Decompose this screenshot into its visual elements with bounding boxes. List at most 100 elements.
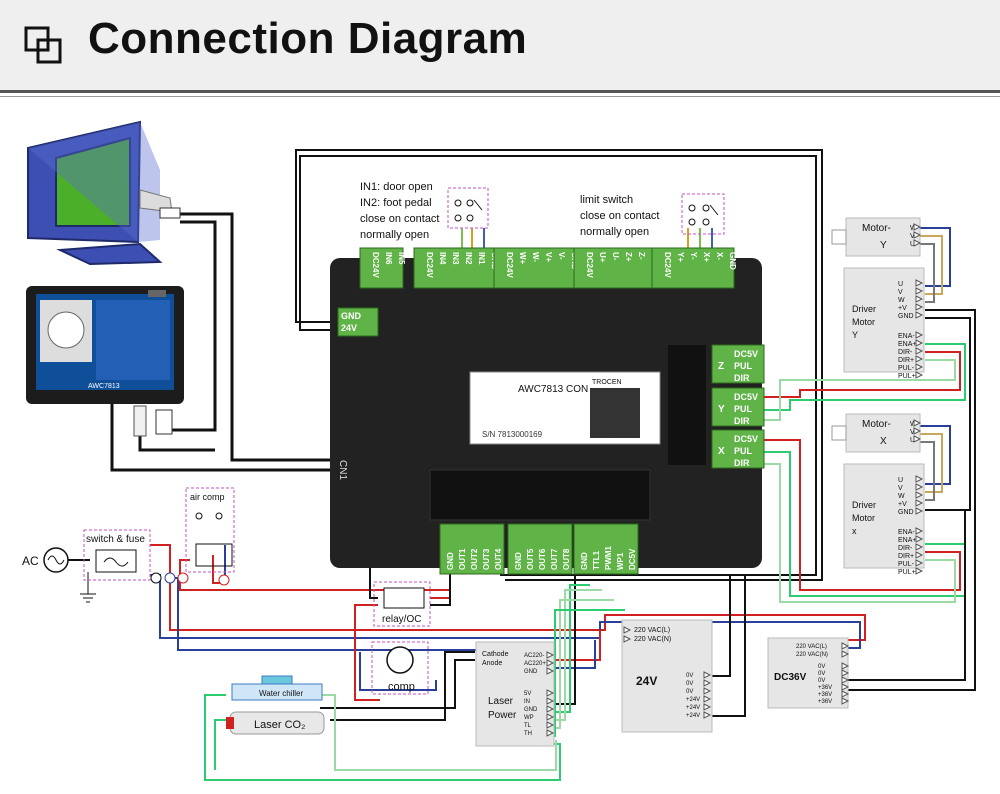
top-pin-3-2: U- <box>611 252 620 261</box>
laser-power-right-pin-2: GND <box>524 669 538 675</box>
top-pin-0-1: IN6 <box>384 252 393 265</box>
motor-terminal-icon <box>913 427 922 435</box>
switch-fuse-label: switch & fuse <box>86 534 145 545</box>
laser-power-terminal-icon <box>546 689 555 697</box>
driver-terminal-icon <box>915 355 924 363</box>
laser-power-left-pin-0: Cathode <box>482 651 509 658</box>
motor-X <box>845 413 921 453</box>
driver-pin-Y-3: +V <box>898 305 907 312</box>
axis-pin-X-1: PUL <box>734 446 753 456</box>
driver-pin-X-10: PUL+ <box>898 569 916 576</box>
computer-icon <box>27 120 173 266</box>
driver-label-X-0: Driver <box>852 500 876 510</box>
driver-terminal-icon <box>915 303 924 311</box>
top-pin-2-3: V+ <box>544 252 553 262</box>
top-pin-2-1: W+ <box>518 252 527 265</box>
driver-pin-Y-0: U <box>898 281 903 288</box>
bottom-pin-1-2: OUT6 <box>538 548 547 570</box>
controller-brand: TROCEN <box>592 379 622 386</box>
top-pin-0-2: IN5 <box>397 252 406 265</box>
laser-power-right-pin-6: WP <box>524 715 534 721</box>
driver-terminal-icon <box>915 287 924 295</box>
motor-axis-Y: Y <box>880 240 887 251</box>
motor-pin-X-1: V <box>910 429 915 436</box>
driver-pin-X-0: U <box>898 477 903 484</box>
axis-pin-X-2: DIR <box>734 458 750 468</box>
driver-pin-Y-9: PUL- <box>898 365 915 372</box>
controller-model: AWC7813 CON <box>518 384 588 395</box>
psu36-ac-pin-0: 220 VAC(L) <box>796 644 827 650</box>
top-connector-2 <box>493 247 577 289</box>
driver-pin-X-9: PUL- <box>898 561 915 568</box>
top-connector-3 <box>573 247 657 289</box>
comp-box <box>371 641 429 695</box>
psu36-out-pin-0: 0V <box>818 664 825 670</box>
laser-power-right-pin-5: GND <box>524 707 538 713</box>
cable-plug-icon <box>133 405 147 437</box>
ground-icon <box>80 593 96 603</box>
driver-terminal-icon <box>915 535 924 543</box>
relay-box <box>373 581 431 627</box>
psu24-out-pin-2: 0V <box>686 689 693 695</box>
driver-pin-Y-5: ENA- <box>898 333 915 340</box>
psu24-out-terminal-icon <box>703 703 712 711</box>
axis-pin-Z-0: DC5V <box>734 349 758 359</box>
driver-Y <box>843 267 925 373</box>
bottom-pin-2-4: DC5V <box>628 548 637 570</box>
psu36-out-terminal-icon <box>841 690 850 698</box>
bottom-connector-1 <box>507 523 573 575</box>
axis-label-Z: Z <box>718 361 724 372</box>
bottom-pin-2-3: WP1 <box>616 552 625 570</box>
top-pin-4-3: X+ <box>702 252 711 262</box>
axis-pin-Y-2: DIR <box>734 416 750 426</box>
driver-label-Y-1: Motor <box>852 317 875 327</box>
psu36-out-terminal-icon <box>841 669 850 677</box>
psu24-title: 24V <box>636 674 657 688</box>
driver-X <box>843 463 925 569</box>
driver-terminal-icon <box>915 499 924 507</box>
top-pin-1-3: IN2 <box>464 252 473 265</box>
usb-plug-icon-2 <box>155 409 173 435</box>
comp-label: comp <box>388 681 415 693</box>
axis-connector-Z <box>711 344 765 384</box>
power-24v-label: 24V <box>341 323 357 333</box>
psu36-ac-pin-1: 220 VAC(N) <box>796 652 828 658</box>
terminal-l-icon <box>177 572 189 584</box>
bottom-pin-0-2: OUT2 <box>470 548 479 570</box>
psu24-out-terminal-icon <box>703 695 712 703</box>
bottom-pin-1-4: OUT8 <box>562 548 571 570</box>
psu24-out-pin-5: +24V <box>686 713 700 719</box>
top-pin-2-2: W- <box>531 252 540 262</box>
panel-model: AWC7813 <box>88 383 120 390</box>
bottom-pin-2-1: TTL1 <box>592 550 601 570</box>
page-title: Connection Diagram <box>88 14 528 63</box>
driver-pin-X-2: W <box>898 493 905 500</box>
bottom-connector-0 <box>439 523 505 575</box>
psu36-out-pin-1: 0V <box>818 671 825 677</box>
top-pin-4-0: DC24V <box>663 252 672 278</box>
motor-terminal-icon <box>913 435 922 443</box>
bottom-pin-1-0: GND <box>514 552 523 570</box>
laser-power-terminal-icon <box>546 697 555 705</box>
top-pin-2-0: DC24V <box>505 252 514 278</box>
overlapping-squares-icon <box>24 26 62 64</box>
note-limit-2: normally open <box>580 226 649 238</box>
driver-pin-X-4: GND <box>898 509 914 516</box>
controller-cert: CE RoHS <box>596 433 627 440</box>
laser-power-terminal-icon <box>546 721 555 729</box>
driver-pin-X-8: DIR+ <box>898 553 914 560</box>
air-switch-contact-icon <box>195 512 203 520</box>
header-divider-thin <box>0 96 1000 97</box>
laser-power-terminal-icon <box>546 713 555 721</box>
top-pin-1-2: IN3 <box>451 252 460 265</box>
driver-pin-Y-10: PUL+ <box>898 373 916 380</box>
driver-terminal-icon <box>915 551 924 559</box>
psu24-out-pin-3: +24V <box>686 697 700 703</box>
switch-fuse-box <box>83 529 151 581</box>
laser-power-right-pin-7: TL <box>524 723 532 729</box>
psu24-ac-pin-0: 220 VAC(L) <box>634 627 670 634</box>
input-notes: IN1: door open IN2: foot pedal close on … <box>360 181 440 241</box>
laser-power-right-pin-1: AC220+ <box>524 661 546 667</box>
bottom-pin-0-4: OUT4 <box>494 548 503 570</box>
